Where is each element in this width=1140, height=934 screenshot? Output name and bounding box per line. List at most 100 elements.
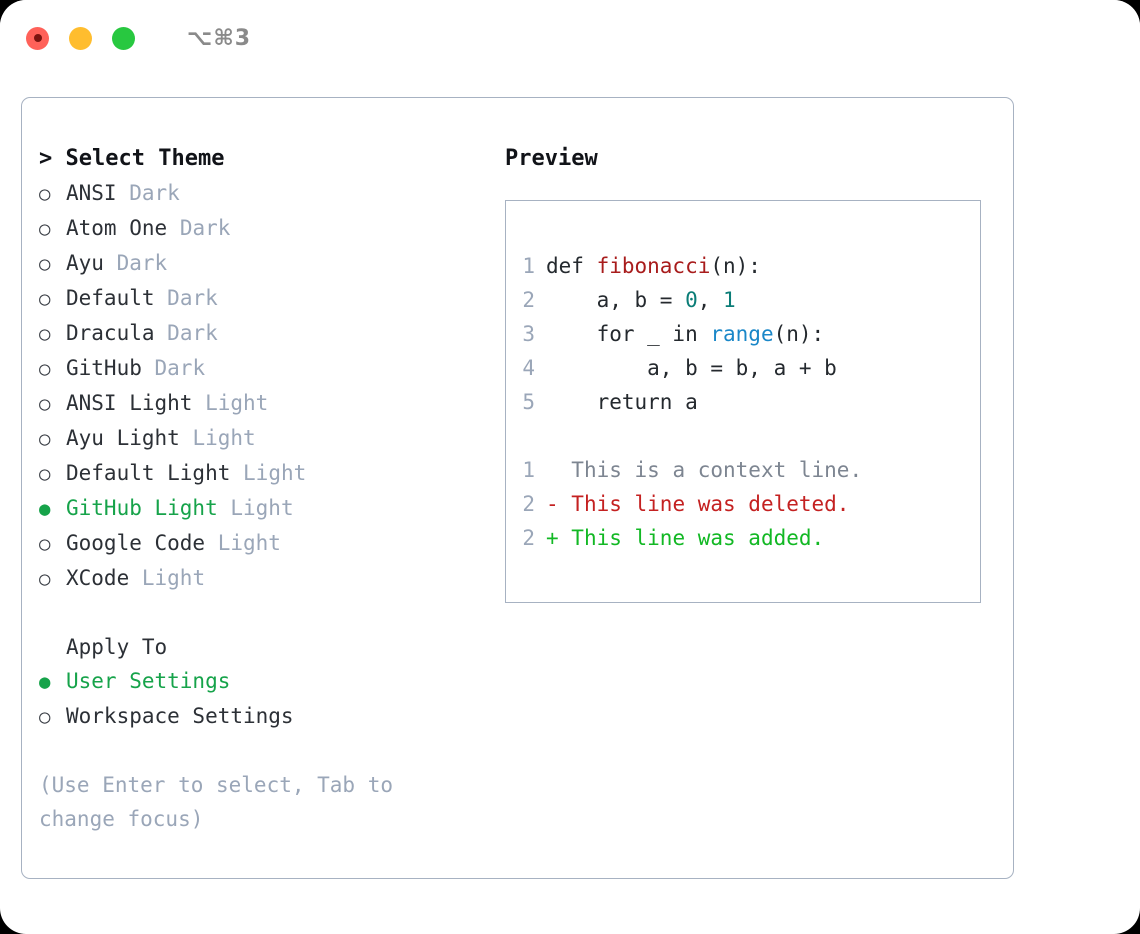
line-number: 1 bbox=[522, 254, 535, 278]
theme-variant-badge: Light bbox=[141, 566, 206, 590]
theme-option-label: XCode bbox=[66, 566, 130, 590]
apply-to-option-label: User Settings bbox=[66, 669, 231, 693]
theme-option-label: ANSI bbox=[66, 181, 117, 205]
radio-selected-icon: ● bbox=[39, 671, 51, 693]
radio-unselected-icon: ○ bbox=[39, 288, 51, 310]
traffic-lights bbox=[26, 26, 135, 50]
diff-marker: + bbox=[546, 526, 559, 550]
spacer bbox=[506, 419, 980, 453]
spacer bbox=[155, 281, 168, 315]
line-number: 3 bbox=[522, 322, 535, 346]
code-token: a, b = b, a + b bbox=[546, 356, 837, 380]
diff-text: This line was added. bbox=[558, 526, 825, 550]
spacer bbox=[192, 386, 205, 420]
theme-variant-badge: Light bbox=[192, 426, 256, 450]
diff-text: This is a context line. bbox=[558, 458, 863, 482]
theme-option-label: Default bbox=[66, 286, 155, 310]
line-number: 5 bbox=[522, 390, 535, 414]
diff-line: 2 + This line was added. bbox=[506, 521, 980, 555]
apply-to-list: ● User Settings ○Workspace Settings bbox=[39, 664, 484, 734]
theme-variant-badge: Dark bbox=[129, 181, 180, 205]
diff-text: This line was deleted. bbox=[558, 492, 850, 516]
apply-to-option-user-settings[interactable]: ● User Settings bbox=[39, 664, 484, 699]
diff-line: 2- This line was deleted. bbox=[506, 487, 980, 521]
theme-variant-badge: Light bbox=[217, 531, 281, 555]
theme-option-default[interactable]: ○ Default Dark bbox=[39, 281, 484, 316]
theme-variant-badge: Dark bbox=[167, 286, 218, 310]
radio-unselected-icon: ○ bbox=[39, 463, 51, 485]
radio-unselected-icon: ○ bbox=[39, 218, 51, 240]
code-text: def fibonacci(n): bbox=[546, 249, 761, 283]
code-line: 5 return a bbox=[506, 385, 980, 419]
preview-heading: Preview bbox=[505, 146, 598, 171]
close-window-button[interactable] bbox=[26, 26, 49, 50]
theme-option-ayu[interactable]: ○Ayu Dark bbox=[39, 246, 484, 281]
minimize-window-button[interactable] bbox=[69, 26, 92, 50]
theme-option-xcode[interactable]: ○XCode Light bbox=[39, 561, 484, 596]
code-token: (n): bbox=[773, 322, 825, 346]
theme-option-github[interactable]: ○GitHub Dark bbox=[39, 351, 484, 386]
theme-option-ayu-light[interactable]: ○Ayu Light Light bbox=[39, 421, 484, 456]
theme-option-label: Ayu Light bbox=[66, 426, 180, 450]
main-panel: > Select Theme ○ANSI Dark○Atom One Dark○… bbox=[21, 97, 1014, 879]
theme-option-ansi-light[interactable]: ○ANSI Light Light bbox=[39, 386, 484, 421]
line-number: 2 bbox=[522, 526, 535, 550]
keyboard-hint: (Use Enter to select, Tab to change focu… bbox=[39, 773, 394, 831]
spacer bbox=[129, 561, 142, 595]
line-number: 4 bbox=[522, 356, 535, 380]
theme-option-google-code[interactable]: ○ Google Code Light bbox=[39, 526, 484, 561]
select-theme-heading: > Select Theme bbox=[39, 142, 484, 176]
radio-selected-icon: ● bbox=[39, 498, 51, 520]
theme-option-dracula[interactable]: ○Dracula Dark bbox=[39, 316, 484, 351]
code-text: return a bbox=[546, 385, 698, 419]
preview-column: Preview 1 def fibonacci(n):2 a, b = 0, 1 3… bbox=[484, 142, 1013, 878]
spacer bbox=[230, 456, 243, 490]
spacer bbox=[167, 211, 180, 245]
code-sample: 1 def fibonacci(n):2 a, b = 0, 1 3 for _ i… bbox=[506, 249, 980, 419]
code-token: a, b = bbox=[546, 288, 686, 312]
theme-option-ansi[interactable]: ○ ANSI Dark bbox=[39, 176, 484, 211]
theme-option-label: Google Code bbox=[66, 531, 206, 555]
radio-unselected-icon: ○ bbox=[39, 533, 51, 555]
preview-box: 1 def fibonacci(n):2 a, b = 0, 1 3 for _ i… bbox=[505, 200, 981, 603]
code-text: for _ in range(n): bbox=[546, 317, 825, 351]
theme-variant-badge: Dark bbox=[154, 356, 206, 380]
keyboard-shortcut-label: ⌥⌘3 bbox=[187, 25, 252, 51]
code-line: 2 a, b = 0, 1 bbox=[506, 283, 980, 317]
spacer bbox=[218, 491, 231, 525]
radio-unselected-icon: ○ bbox=[39, 323, 51, 345]
apply-to-option-workspace-settings[interactable]: ○Workspace Settings bbox=[39, 699, 484, 734]
radio-unselected-icon: ○ bbox=[39, 253, 51, 275]
spacer bbox=[104, 246, 117, 280]
spacer bbox=[142, 351, 155, 385]
theme-option-label: GitHub bbox=[66, 356, 142, 380]
theme-variant-badge: Dark bbox=[179, 216, 231, 240]
code-token: 0 bbox=[685, 288, 698, 312]
theme-option-label: Atom One bbox=[66, 216, 168, 240]
radio-unselected-icon: ○ bbox=[39, 183, 51, 205]
maximize-window-button[interactable] bbox=[112, 26, 135, 50]
spacer bbox=[117, 176, 130, 210]
focus-caret-icon: > bbox=[39, 146, 53, 171]
radio-unselected-icon: ○ bbox=[39, 393, 51, 415]
title-bar: ⌥⌘3 bbox=[0, 0, 1140, 76]
theme-list: ○ANSI Dark○Atom One Dark○Ayu Dark○Defaul… bbox=[39, 176, 484, 596]
theme-option-default-light[interactable]: ○Default Light Light bbox=[39, 456, 484, 491]
diff-sample: 1 This is a context line.2- This line wa… bbox=[506, 453, 980, 555]
theme-variant-badge: Light bbox=[243, 461, 307, 485]
close-icon bbox=[33, 34, 42, 42]
spacer bbox=[180, 421, 193, 455]
code-text: a, b = b, a + b bbox=[546, 351, 837, 385]
diff-marker bbox=[546, 453, 559, 487]
theme-variant-badge: Light bbox=[230, 496, 294, 520]
theme-option-label: GitHub Light bbox=[66, 496, 218, 520]
theme-option-atom-one[interactable]: ○ Atom One Dark bbox=[39, 211, 484, 246]
theme-option-github-light[interactable]: ● GitHub Light Light bbox=[39, 491, 484, 526]
theme-option-label: Ayu bbox=[66, 251, 104, 275]
apply-to-option-label: Workspace Settings bbox=[66, 704, 294, 728]
theme-variant-badge: Light bbox=[205, 391, 269, 415]
code-token: , bbox=[697, 288, 724, 312]
line-number: 2 bbox=[522, 288, 535, 312]
code-token: fibonacci bbox=[596, 254, 711, 278]
